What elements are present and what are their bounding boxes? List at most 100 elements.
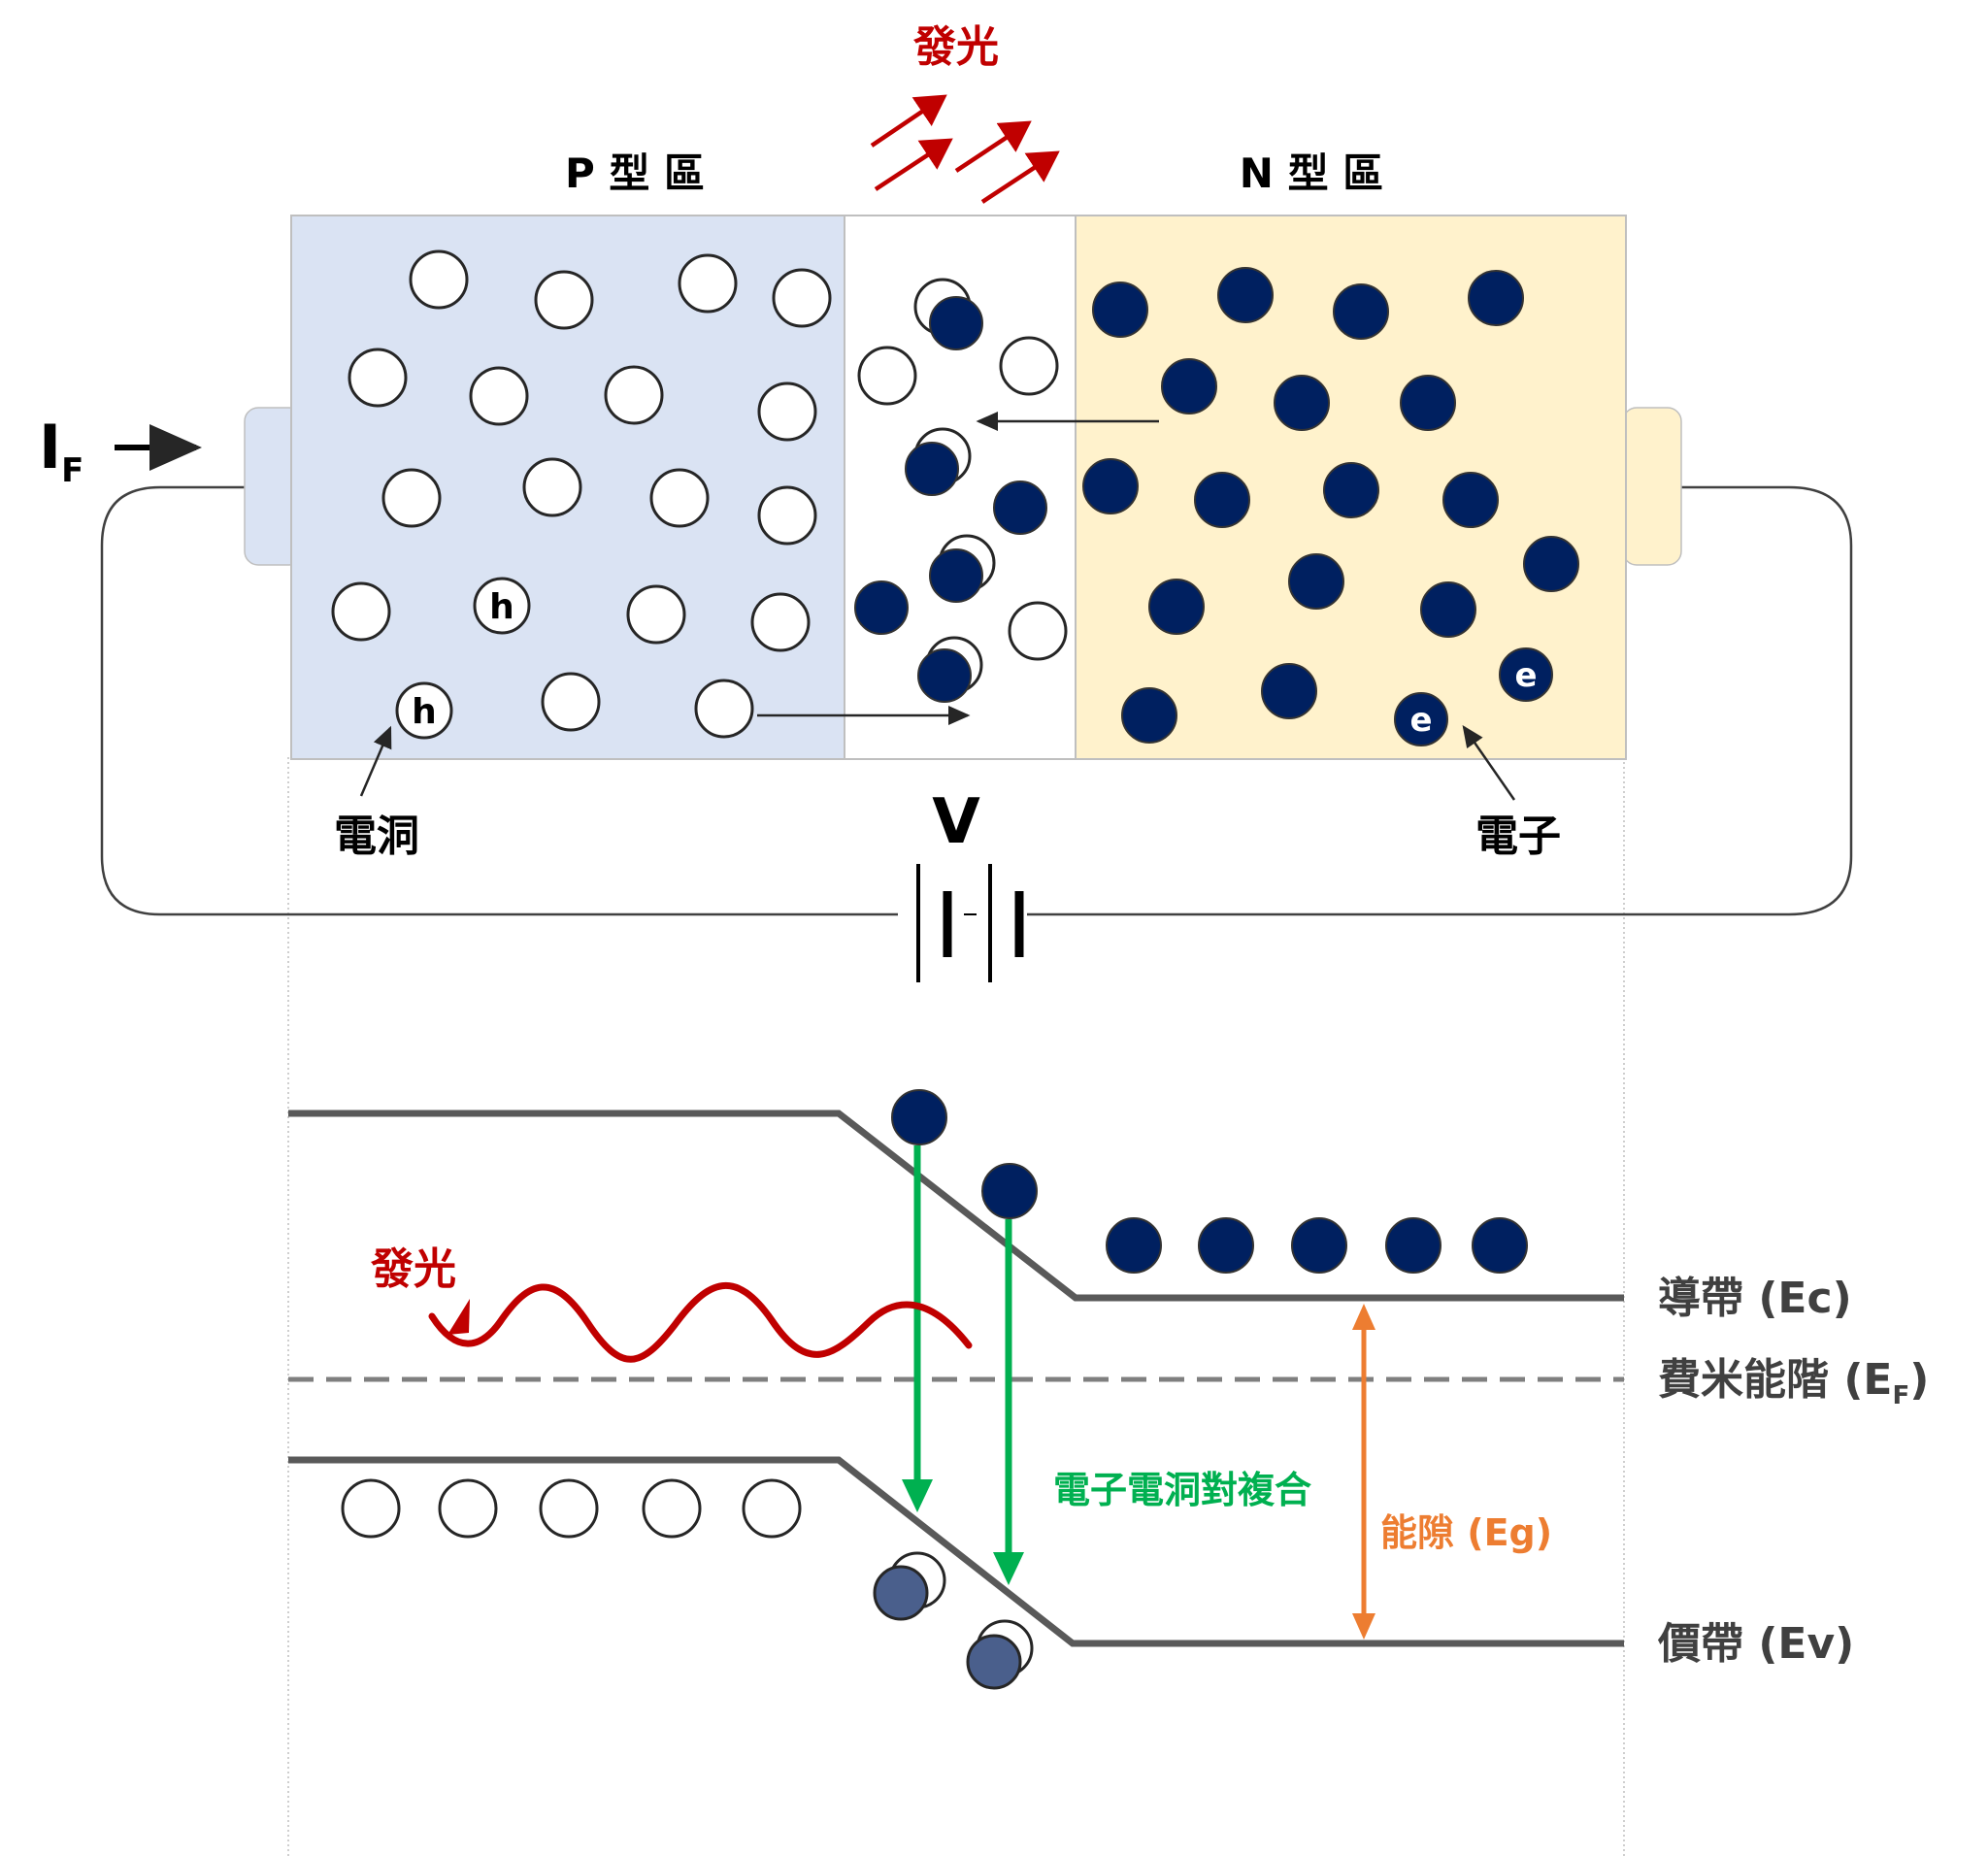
photon-arrowhead (447, 1299, 470, 1335)
electron (1121, 687, 1177, 744)
electron (1082, 458, 1139, 514)
emitted-light-arrows (870, 94, 1060, 204)
electron (1400, 375, 1456, 431)
hole (757, 381, 817, 442)
electron (993, 481, 1047, 535)
p-region-label: P 型 區 (565, 149, 705, 197)
hole (331, 581, 391, 642)
recombination-arrows (902, 1145, 1024, 1585)
electron (1523, 536, 1579, 592)
hole (341, 1478, 401, 1539)
light-label-band: 發光 (370, 1244, 456, 1294)
electron (1161, 358, 1217, 414)
hole (1008, 601, 1068, 661)
electron-symbol: e (1514, 656, 1537, 695)
n-contact (1622, 407, 1682, 566)
hole (348, 348, 408, 408)
electron (905, 442, 959, 496)
conduction-band-label: 導帶 (Ec) (1658, 1274, 1852, 1323)
hole (999, 336, 1059, 396)
recombined-electron (966, 1634, 1022, 1690)
photon-wave (428, 1281, 973, 1363)
hole (742, 1478, 802, 1539)
hole (626, 584, 686, 645)
n-region-electrons (1082, 267, 1579, 744)
hole (539, 1478, 599, 1539)
electron-label: 電子 (1475, 812, 1561, 861)
electron (1106, 1217, 1162, 1274)
hole (381, 468, 442, 528)
hole-labeled (395, 681, 453, 740)
current-label: IF (39, 412, 83, 490)
electron (929, 548, 983, 603)
hole (469, 366, 529, 426)
valence-band-label: 價帶 (Ev) (1657, 1619, 1854, 1669)
electron (891, 1089, 947, 1145)
light-arrow (870, 94, 947, 148)
electron-symbol: e (1409, 701, 1432, 740)
hole (757, 485, 817, 546)
valence-band-line (288, 1456, 1624, 1647)
n-region-label: N 型 區 (1240, 149, 1383, 197)
electron-labeled (1394, 692, 1448, 746)
hole-symbol: h (412, 692, 437, 732)
electron (1092, 282, 1148, 338)
hole-pointer-arrow (359, 725, 392, 797)
bandgap-arrow (1352, 1304, 1375, 1640)
hole (750, 592, 811, 652)
light-label-top: 發光 (912, 22, 999, 72)
hole (678, 253, 738, 314)
electron (854, 580, 909, 635)
hole (649, 468, 710, 528)
electron-pointer-arrow (1462, 724, 1516, 801)
hole (857, 346, 917, 406)
conduction-band-electrons (891, 1089, 1528, 1274)
electron (1261, 663, 1317, 719)
electron (1472, 1217, 1528, 1274)
electron (1291, 1217, 1347, 1274)
electron (981, 1163, 1038, 1219)
electron (1288, 553, 1344, 610)
depletion-region-carriers (854, 278, 1068, 703)
electron (1385, 1217, 1441, 1274)
hole (541, 672, 601, 732)
recombined-electron (873, 1565, 929, 1621)
electron (1198, 1217, 1254, 1274)
electron (1323, 462, 1379, 518)
hole (409, 249, 469, 310)
electron (1468, 270, 1524, 326)
light-arrow (954, 120, 1032, 173)
light-arrow (980, 150, 1060, 204)
hole (694, 679, 754, 739)
voltage-label: V (932, 786, 980, 858)
electron (1217, 267, 1274, 323)
hole (438, 1478, 498, 1539)
light-arrow (874, 138, 953, 191)
hole (772, 268, 832, 328)
electron (1442, 472, 1499, 528)
bandgap-label: 能隙 (Eg) (1380, 1511, 1552, 1554)
conduction-band-line (288, 1110, 1624, 1302)
p-region-holes (331, 249, 832, 739)
electron (929, 296, 983, 350)
electron (1194, 472, 1250, 528)
hole (642, 1478, 702, 1539)
hole (522, 457, 582, 517)
electron-labeled (1499, 647, 1553, 702)
battery-symbol (916, 864, 1024, 982)
fermi-subscript: F (1892, 1381, 1909, 1410)
electron (1333, 283, 1389, 340)
hole-symbol: h (489, 587, 514, 627)
recombination-label: 電子電洞對複合 (1053, 1469, 1311, 1511)
hole (534, 270, 594, 330)
hole-labeled (473, 577, 531, 635)
valence-band-holes (341, 1478, 802, 1539)
hole (604, 365, 664, 425)
fermi-level-label: 費米能階 (EF) (1658, 1355, 1929, 1410)
recombined-pairs (873, 1551, 1034, 1690)
current-subscript: F (61, 451, 83, 490)
hole-label: 電洞 (334, 812, 419, 861)
electron (917, 648, 972, 703)
electron (1274, 375, 1330, 431)
